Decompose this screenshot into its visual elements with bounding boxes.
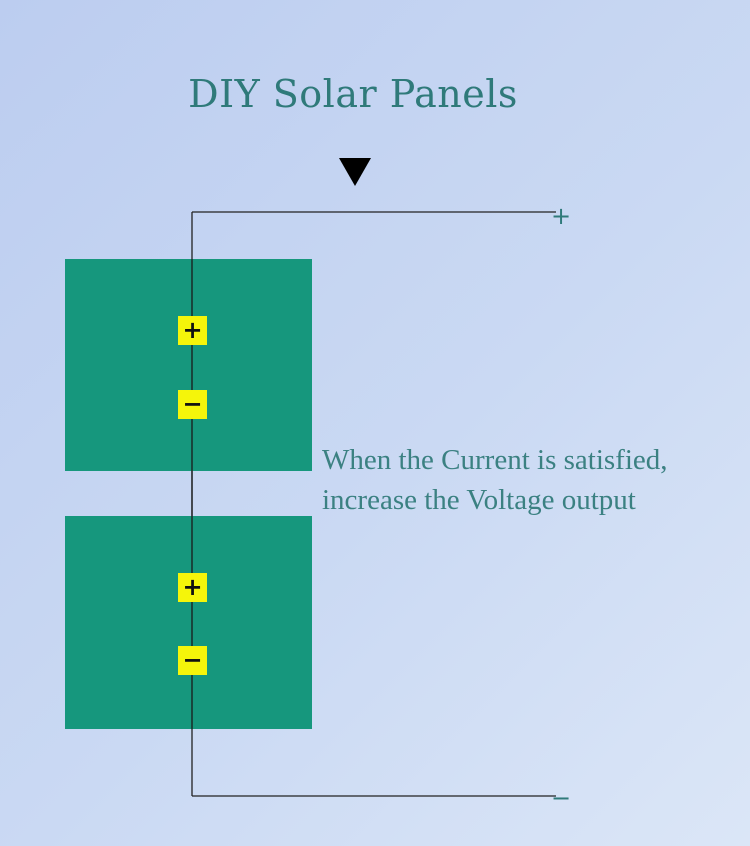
series-caption: When the Current is satisfied, increase … xyxy=(322,440,742,520)
caption-line-2: increase the Voltage output xyxy=(322,484,636,516)
down-arrow-icon xyxy=(339,158,371,186)
panel-1-negative-terminal: − xyxy=(178,390,207,419)
solar-panel-2 xyxy=(65,516,312,729)
caption-line-1: When the Current is satisfied, xyxy=(322,444,668,476)
diagram-title: DIY Solar Panels xyxy=(188,72,518,116)
panel-2-negative-terminal: − xyxy=(178,646,207,675)
output-negative-label: − xyxy=(551,784,572,812)
panel-2-positive-terminal: + xyxy=(178,573,207,602)
panel-1-positive-terminal: + xyxy=(178,316,207,345)
solar-panel-1 xyxy=(65,259,312,471)
output-positive-label: + xyxy=(551,202,572,230)
